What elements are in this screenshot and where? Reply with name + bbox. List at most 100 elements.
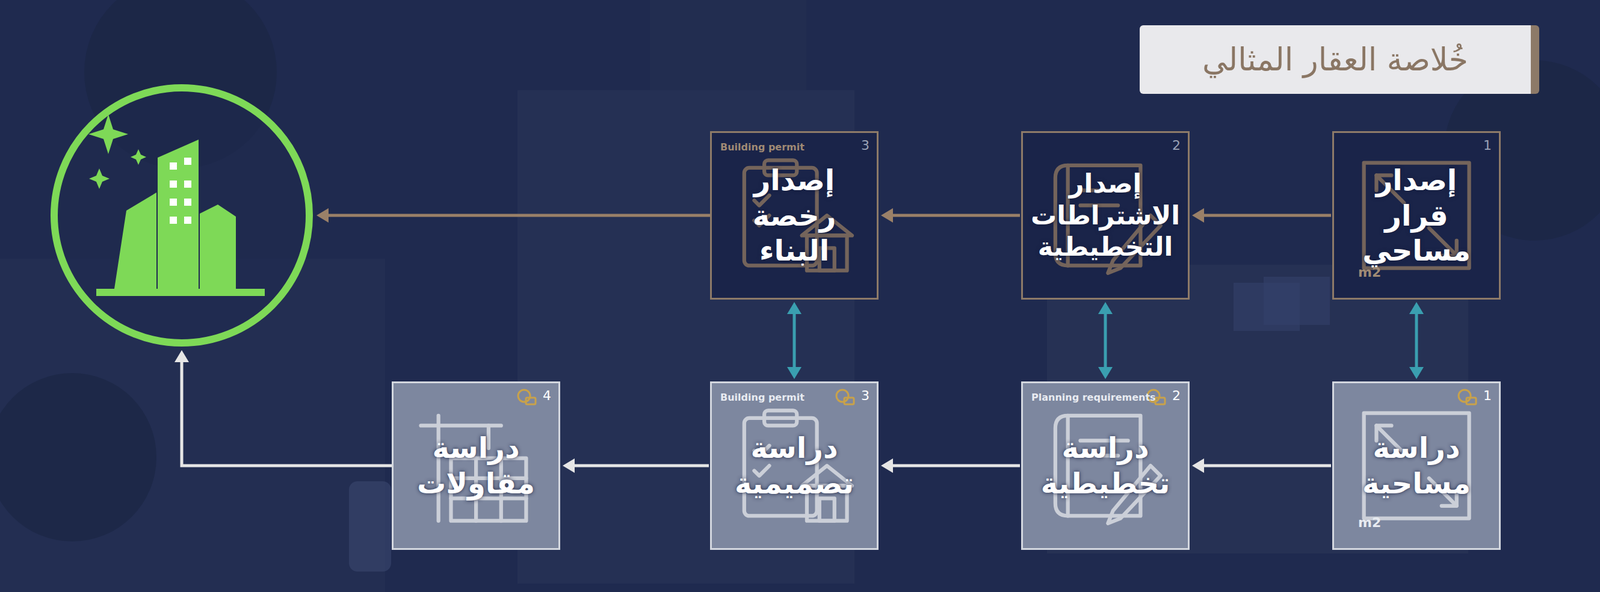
window — [184, 216, 192, 224]
coin — [844, 397, 854, 405]
step-label: إصدار قرار مساحي — [1341, 162, 1492, 269]
step-number: 3 — [861, 388, 870, 404]
step-number: 1 — [1483, 388, 1492, 404]
step-number: 2 — [1172, 137, 1181, 153]
connector-line — [890, 214, 1020, 218]
arrow-head — [787, 302, 802, 315]
window — [169, 180, 177, 188]
process-box: 2 إصدار الاشتراطات التخطيطية — [1021, 131, 1190, 300]
connector-line — [324, 214, 711, 218]
connector — [1192, 458, 1332, 473]
arrow-head — [880, 458, 893, 473]
process-box: 3 دراسة تصميمية Building permit — [710, 381, 879, 550]
arrow-head — [1098, 302, 1113, 315]
arrow-head — [316, 208, 329, 223]
sparkle — [130, 149, 147, 165]
icon-text: Building permit — [720, 391, 805, 404]
process-box: 4 دراسة مقاولات — [391, 381, 561, 550]
title-box: خُلاصة العقار المثالي — [1139, 25, 1540, 94]
connector-line — [572, 464, 709, 468]
tree — [0, 373, 157, 542]
arrow-head — [1098, 367, 1113, 380]
building — [157, 139, 199, 289]
step-icon — [413, 403, 539, 529]
coin — [1458, 389, 1471, 402]
building — [199, 204, 236, 289]
window — [169, 198, 177, 206]
arrow-head — [787, 367, 802, 380]
connector-line — [1201, 214, 1332, 218]
step-label: دراسة تصميمية — [719, 430, 870, 501]
building — [114, 192, 157, 289]
arrow-head — [174, 350, 189, 363]
step-number: 2 — [1172, 388, 1181, 404]
connector — [1409, 302, 1424, 380]
connector-line — [890, 464, 1020, 468]
window — [184, 180, 192, 188]
arrow-to-goal — [174, 350, 392, 466]
process-box: 2 دراسة تخطيطية Planning requirements — [1021, 381, 1190, 550]
window — [169, 216, 177, 224]
connector — [562, 458, 709, 473]
icon-text: Planning requirements — [1031, 391, 1156, 404]
title: خُلاصة العقار المثالي — [1202, 41, 1469, 78]
arrow-head — [1409, 367, 1424, 380]
sparkle — [88, 114, 129, 155]
step-label: دراسة تخطيطية — [1030, 430, 1181, 501]
coin — [836, 389, 849, 402]
step-icon — [1353, 403, 1480, 529]
icon-text: m2 — [1358, 264, 1381, 280]
icon-stroke — [1055, 415, 1069, 517]
connector — [1098, 302, 1113, 380]
goal-circle — [54, 87, 310, 343]
step-label: دراسة مقاولات — [400, 430, 552, 501]
process-box: 3 إصدار رخصة البناء Building permit — [710, 131, 879, 300]
process-box: 1إصدار قرار مساحيm2 — [1332, 131, 1501, 300]
connector — [787, 302, 802, 380]
ground — [96, 288, 265, 297]
arrow-head — [880, 208, 893, 223]
connector-line — [1104, 311, 1108, 370]
icon-text: m2 — [1358, 515, 1381, 531]
step-icon — [1042, 403, 1168, 529]
connector — [1192, 208, 1332, 223]
icon-stroke — [1364, 413, 1470, 519]
window — [184, 198, 192, 206]
connector — [880, 458, 1020, 473]
arrow-head — [1192, 208, 1205, 223]
arrow-to-goal — [316, 208, 711, 223]
icon-text: Building permit — [720, 141, 805, 153]
process-box: 1 دراسة مساحية m2 — [1332, 381, 1501, 550]
window — [169, 162, 177, 170]
roof-shape — [649, 0, 807, 91]
icon-stroke — [764, 410, 797, 426]
connector — [880, 208, 1020, 223]
icon-stroke — [819, 498, 835, 521]
sparkle — [89, 168, 110, 189]
coin-icon — [834, 388, 856, 407]
coin — [518, 389, 531, 402]
solar-panel — [1263, 276, 1330, 325]
arrow-head — [562, 458, 575, 473]
arrow-head — [1192, 458, 1205, 473]
step-icon — [731, 403, 857, 529]
step-number: 4 — [542, 388, 552, 404]
step-label: دراسة مساحية — [1341, 430, 1492, 501]
step-number: 3 — [861, 137, 870, 153]
arrow-head — [1409, 302, 1424, 315]
connector-line — [1415, 311, 1419, 370]
connector-line — [793, 311, 797, 370]
connector-line — [181, 359, 392, 466]
coin — [1155, 397, 1165, 405]
step-label: إصدار الاشتراطات التخطيطية — [1030, 167, 1181, 263]
building-icon — [88, 114, 265, 297]
coin — [525, 397, 536, 405]
window — [184, 157, 192, 165]
coin-icon — [1456, 388, 1478, 407]
step-label: إصدار رخصة البناء — [719, 162, 870, 269]
car — [349, 481, 392, 572]
coin-icon — [516, 388, 537, 407]
icon-stroke — [1068, 415, 1141, 517]
building-windows — [169, 157, 192, 224]
